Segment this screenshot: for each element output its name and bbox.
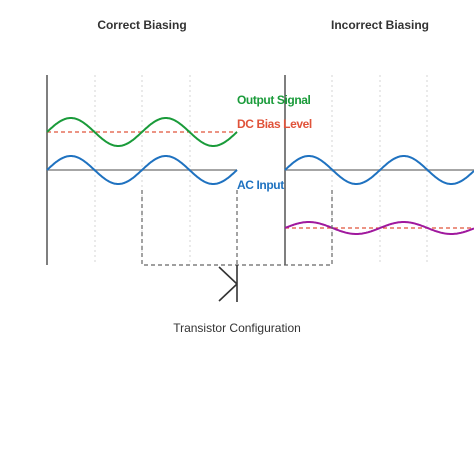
ac-input-wave-right <box>284 155 474 185</box>
title-correct-biasing: Correct Biasing <box>97 18 186 32</box>
distorted-output-wave <box>284 221 474 235</box>
label-output-signal: Output Signal <box>237 93 311 107</box>
output-signal-wave <box>46 117 238 147</box>
ac-input-wave-left <box>46 155 238 185</box>
caption-transistor-configuration: Transistor Configuration <box>173 321 301 335</box>
title-incorrect-biasing: Incorrect Biasing <box>331 18 429 32</box>
transistor-symbol-icon <box>218 265 238 302</box>
transistor-collector-lead <box>218 266 238 285</box>
label-dc-bias-level: DC Bias Level <box>237 117 312 131</box>
transistor-emitter-lead <box>218 283 238 302</box>
label-ac-input: AC Input <box>237 178 284 192</box>
